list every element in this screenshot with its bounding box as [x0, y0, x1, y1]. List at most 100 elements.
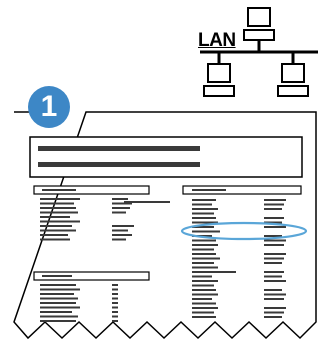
lan-label: LAN	[198, 30, 236, 51]
left-bottom-value-line	[112, 284, 118, 286]
right-value-line	[264, 203, 284, 206]
right-value-line	[264, 316, 282, 318]
right-label-line	[192, 248, 214, 251]
lan-computer-left-monitor	[207, 63, 231, 83]
left-value-line	[112, 207, 130, 209]
right-label-line	[192, 230, 220, 233]
left-bottom-label-line	[40, 288, 80, 291]
report-section-box-left-bottom	[33, 271, 150, 281]
left-extra-line	[124, 201, 170, 203]
section-title-line	[42, 189, 76, 191]
report-section-box-left-top	[33, 185, 150, 195]
right-value-line	[264, 235, 282, 237]
right-label-line	[192, 226, 214, 228]
right-label-line	[192, 293, 218, 296]
left-value-line	[112, 238, 126, 241]
right-label-line	[192, 257, 220, 260]
right-value-line	[264, 298, 284, 300]
left-bottom-value-line	[112, 288, 118, 291]
left-bottom-value-line	[112, 306, 118, 309]
left-bottom-value-line	[112, 293, 118, 295]
lan-computer-right-monitor	[281, 63, 305, 83]
left-bottom-label-line	[40, 311, 72, 313]
right-label-line	[192, 253, 216, 255]
left-bottom-label-line	[40, 297, 78, 300]
right-label-line	[192, 275, 212, 278]
right-value-line	[264, 257, 284, 260]
highlight-ellipse	[180, 221, 308, 241]
step-number-badge: 1	[28, 86, 70, 128]
right-label-line	[192, 199, 216, 201]
left-label-line	[40, 225, 72, 227]
left-value-line	[112, 225, 134, 227]
left-label-line	[40, 198, 80, 200]
left-bottom-label-line	[40, 320, 76, 322]
right-label-line	[192, 221, 218, 224]
right-label-line	[192, 217, 216, 219]
right-label-line	[192, 289, 216, 291]
left-value-line	[112, 202, 132, 205]
report-header-line-1	[38, 146, 200, 151]
left-bottom-label-line	[40, 293, 74, 295]
left-label-line	[40, 211, 78, 214]
right-label-line	[192, 311, 214, 314]
right-label-line	[192, 203, 212, 206]
left-label-line	[40, 207, 76, 209]
right-value-line	[264, 271, 284, 273]
right-value-line	[264, 199, 286, 201]
right-extra-line	[200, 271, 236, 273]
left-value-line	[112, 229, 128, 232]
right-value-line	[264, 226, 286, 228]
left-bottom-value-line	[112, 320, 118, 322]
right-label-line	[192, 208, 218, 210]
lan-computer-top-base	[243, 29, 275, 41]
left-label-line	[40, 238, 70, 241]
lan-computer-left-base	[203, 85, 235, 97]
right-value-line	[264, 239, 286, 242]
report-header-box	[29, 136, 303, 178]
right-label-line	[192, 244, 218, 246]
right-value-line	[264, 262, 282, 264]
left-label-line	[40, 220, 80, 223]
right-value-line	[264, 293, 286, 296]
right-label-line	[192, 262, 214, 264]
left-bottom-value-line	[112, 297, 118, 300]
lan-computer-top-monitor	[247, 7, 271, 27]
report-text-lines	[40, 189, 286, 322]
right-label-line	[192, 239, 216, 242]
right-label-line	[192, 307, 218, 309]
left-bottom-label-line	[40, 302, 76, 304]
right-label-line	[192, 212, 214, 215]
right-value-line	[264, 253, 286, 255]
right-label-line	[192, 284, 214, 287]
right-label-line	[192, 266, 218, 269]
left-bottom-value-line	[112, 302, 118, 304]
left-label-line	[40, 202, 74, 205]
right-value-line	[264, 289, 282, 291]
right-label-line	[192, 316, 216, 318]
right-value-line	[264, 275, 282, 278]
right-label-line	[192, 280, 218, 282]
left-value-line	[112, 234, 132, 236]
lan-network-icon	[200, 7, 318, 97]
left-value-line	[112, 198, 128, 200]
left-label-line	[40, 216, 70, 218]
right-value-line	[264, 280, 286, 282]
left-value-line	[112, 211, 126, 214]
report-section-box-right-top	[182, 185, 302, 195]
section-title-line	[42, 275, 72, 277]
right-value-line	[264, 221, 282, 224]
right-value-line	[264, 244, 284, 246]
left-bottom-value-line	[112, 315, 118, 318]
left-bottom-value-line	[112, 311, 118, 313]
right-value-line	[264, 311, 284, 314]
report-header-line-2	[38, 162, 200, 167]
right-value-line	[264, 307, 286, 309]
right-value-line	[264, 217, 284, 219]
section-title-line	[192, 189, 226, 191]
left-label-line	[40, 229, 76, 232]
left-bottom-label-line	[40, 284, 76, 286]
lan-computer-right-base	[277, 85, 309, 97]
right-value-line	[264, 208, 282, 210]
